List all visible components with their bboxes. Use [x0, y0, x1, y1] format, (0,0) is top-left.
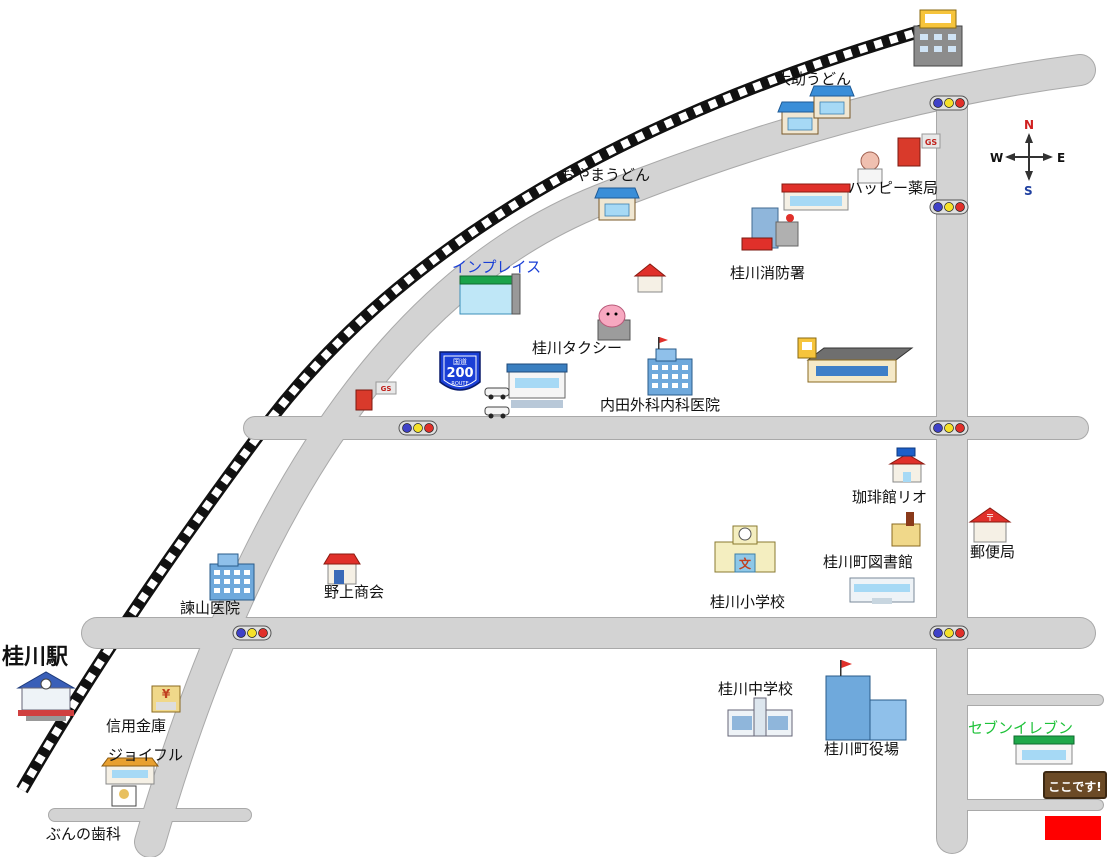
label-kenzan-hospital[interactable]: 諫山医院 [180, 599, 241, 617]
route-shield-number: 200 [446, 366, 473, 381]
compass-south: S [1024, 184, 1033, 198]
inplace-icon [459, 273, 521, 315]
label-daisuke-udon[interactable]: 大助うどん [776, 70, 852, 88]
roads [49, 55, 1103, 857]
gas-station-text: GS [381, 385, 392, 393]
pig-icon [597, 304, 631, 341]
post-office-icon: 〒 [968, 507, 1012, 543]
school-icon: 文 [714, 525, 776, 573]
label-joyful[interactable]: ジョイフル [108, 746, 184, 764]
clinic-icon [647, 337, 693, 396]
traffic-light-icon [232, 625, 272, 641]
town-office-icon [825, 660, 907, 741]
label-town-office[interactable]: 桂川町役場 [824, 740, 900, 758]
compass-icon [1005, 133, 1053, 181]
label-inplace[interactable]: インプレイス [452, 258, 542, 276]
dental-icon [111, 785, 137, 807]
fire-station-icon [741, 207, 799, 251]
traffic-light-icon [929, 95, 969, 111]
coffee-cup-icon [888, 447, 926, 483]
label-junior-high[interactable]: 桂川中学校 [718, 680, 794, 698]
shop-icon [323, 553, 361, 585]
label-shinyo-kinko[interactable]: 信用金庫 [106, 717, 167, 735]
destination-marker [1045, 816, 1101, 840]
bank-icon: ¥ [151, 685, 181, 713]
car-icon [484, 387, 510, 400]
oyama-udon-icon [594, 187, 640, 221]
label-happy-pharmacy[interactable]: ハッピー薬局 [848, 179, 939, 197]
label-library[interactable]: 桂川町図書館 [823, 553, 914, 571]
bank-mark: ¥ [162, 687, 171, 701]
library-building-icon [849, 577, 915, 604]
label-seven-eleven[interactable]: セブンイレブン [968, 719, 1074, 737]
compass-north: N [1024, 118, 1035, 132]
pharmacy-icon [857, 151, 883, 184]
building-icon [913, 9, 963, 67]
label-nogami-shokai[interactable]: 野上商会 [324, 583, 385, 601]
school-mark: 文 [739, 556, 752, 571]
label-elementary-school[interactable]: 桂川小学校 [710, 593, 786, 611]
label-uchida-clinic[interactable]: 内田外科内科医院 [600, 396, 721, 414]
gas-station-icon: GS [897, 133, 941, 167]
label-fire-station[interactable]: 桂川消防署 [730, 264, 806, 282]
station-icon [16, 671, 76, 721]
railway-ties [18, 23, 937, 792]
convenience-store-icon [1013, 735, 1075, 765]
traffic-light-icon [929, 199, 969, 215]
label-bun-dental[interactable]: ぶんの歯科 [46, 825, 122, 843]
house-icon [633, 263, 667, 293]
label-taxi[interactable]: 桂川タクシー [532, 339, 623, 357]
label-oyama-udon[interactable]: おやまうどん [560, 166, 651, 184]
label-post-office[interactable]: 郵便局 [970, 543, 1016, 561]
gas-station-icon: GS [355, 381, 397, 411]
traffic-light-icon [929, 625, 969, 641]
compass-east: E [1057, 151, 1066, 165]
taxi-office-icon [506, 363, 568, 408]
junior-high-icon [727, 697, 793, 737]
compass-west: W [990, 151, 1004, 165]
traffic-light-icon [398, 420, 438, 436]
store-icon [797, 337, 914, 383]
traffic-light-icon [929, 420, 969, 436]
library-icon [891, 512, 921, 547]
route-shield-top: 国道 [453, 357, 467, 366]
post-office-mark: 〒 [985, 514, 994, 524]
car-icon [484, 406, 510, 419]
label-coffee-rio[interactable]: 珈琲館リオ [852, 488, 928, 506]
gas-station-text: GS [925, 138, 938, 147]
label-katsuragawa-station[interactable]: 桂川駅 [2, 645, 69, 670]
route-shield-icon: 国道 200 ROUTE [439, 351, 481, 391]
route-shield-bottom: ROUTE [451, 381, 468, 387]
supermarket-icon [781, 183, 851, 211]
restaurant-icon [101, 757, 159, 785]
here-sign: ここです! [1043, 771, 1107, 799]
